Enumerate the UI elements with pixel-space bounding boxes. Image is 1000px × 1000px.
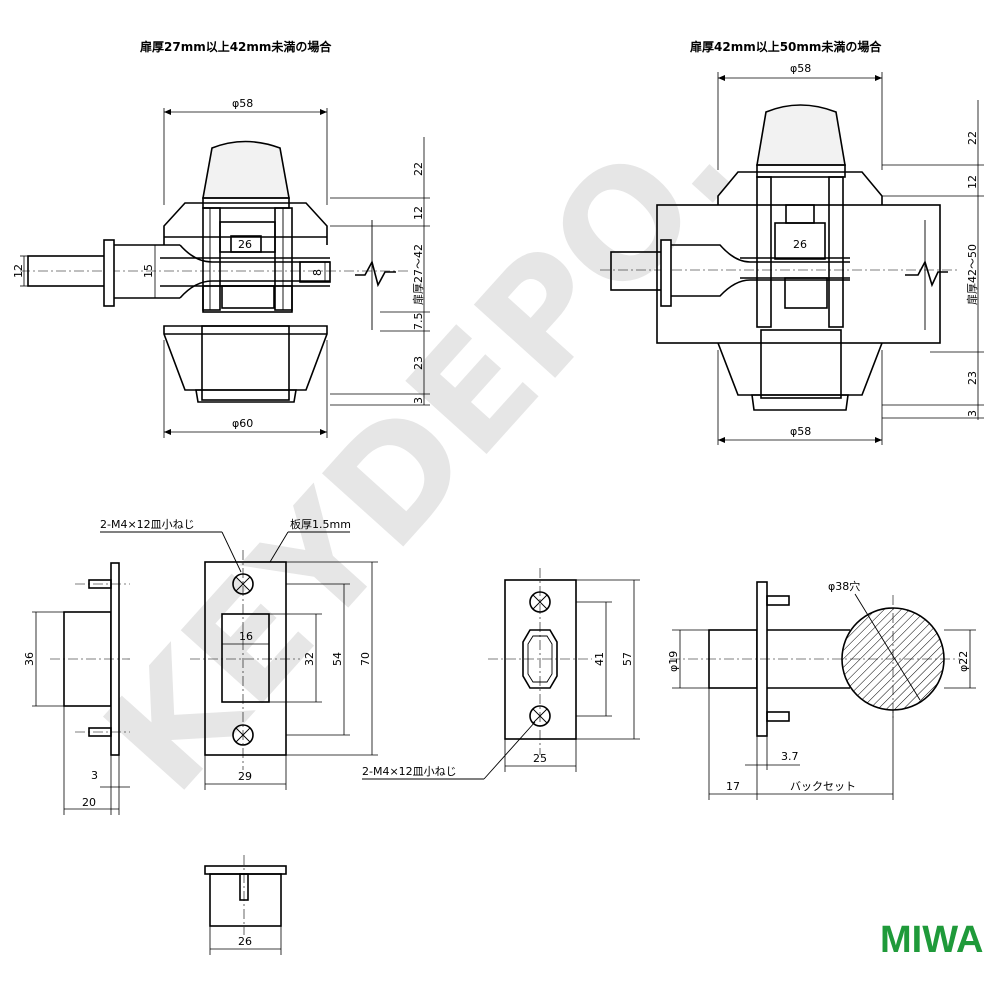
box-strike-dim-width: 26 [238, 935, 252, 948]
right-dim-knob-h: 22 [966, 131, 979, 145]
strike-plate-thickness-label: 板厚1.5mm [290, 517, 351, 531]
right-dim-bottom-width: φ58 [790, 425, 811, 438]
latch-dim-front: 17 [726, 780, 740, 793]
strike-dim-mid-h: 54 [331, 652, 344, 666]
left-dim-rose: 15 [142, 264, 155, 278]
watermark: KEYDEPO. [72, 79, 767, 824]
strike-dim-outer-h: 70 [359, 652, 372, 666]
strike-dim-inner-h: 32 [303, 652, 316, 666]
left-view-title: 扉厚27mm以上42mm未満の場合 [140, 39, 332, 54]
latch-dim-backset: バックセット [790, 780, 856, 793]
right-view-title: 扉厚42mm以上50mm未満の場合 [690, 39, 882, 54]
box-strike-view: 26 [204, 855, 287, 955]
strike-plate-front: 2-M4×12皿小ねじ 板厚1.5mm 16 32 54 70 29 [100, 517, 378, 790]
strike-side-dim-plate: 3 [91, 769, 98, 782]
right-dim-rose-h: 12 [966, 175, 979, 189]
left-dim-bottom-lip: 3 [412, 397, 425, 404]
left-dim-rose-h: 12 [412, 206, 425, 220]
left-dim-spindle: 12 [12, 264, 25, 278]
right-assembly-view: 扉厚42mm以上50mm未満の場合 φ58 26 φ5 [600, 39, 984, 445]
right-dim-inner: 26 [793, 238, 807, 251]
left-dim-lower-offset: 7.5 [412, 313, 425, 331]
latch-dim-width: 25 [533, 752, 547, 765]
left-dim-latch: 8 [311, 269, 324, 276]
left-dim-inner: 26 [238, 238, 252, 251]
latch-dim-outer-h: 57 [621, 652, 634, 666]
left-assembly-view: 扉厚27mm以上42mm未満の場合 φ58 26 [12, 39, 430, 438]
latch-dim-bolt: φ22 [957, 651, 970, 672]
strike-dim-width: 29 [238, 770, 252, 783]
left-dim-knob-h: 22 [412, 162, 425, 176]
left-dim-door: 扉厚27～42 [412, 244, 425, 305]
left-dim-top-width: φ58 [232, 97, 253, 110]
latch-dim-plate: 3.7 [781, 750, 799, 763]
latch-side-view: φ38穴 φ19 φ22 3.7 17 バックセット [667, 579, 976, 800]
strike-dim-opening: 16 [239, 630, 253, 643]
strike-screw-label: 2-M4×12皿小ねじ [100, 518, 195, 531]
right-dim-door: 扉厚42～50 [966, 244, 979, 305]
right-dim-lower-h: 23 [966, 371, 979, 385]
left-dim-lower-h: 23 [412, 356, 425, 370]
strike-side-dim-depth: 20 [82, 796, 96, 809]
right-dim-bottom-lip: 3 [966, 410, 979, 417]
strike-side-view: 36 3 20 [23, 562, 130, 815]
latch-screw-label: 2-M4×12皿小ねじ [362, 765, 457, 778]
strike-side-dim-height: 36 [23, 652, 36, 666]
miwa-logo: MIWA [880, 919, 983, 961]
latch-faceplate: 41 57 25 2-M4×12皿小ねじ [362, 568, 640, 780]
left-dim-bottom-width: φ60 [232, 417, 253, 430]
latch-dim-tube: φ19 [667, 651, 680, 672]
latch-hole-label: φ38穴 [828, 579, 860, 593]
latch-dim-inner-h: 41 [593, 652, 606, 666]
right-dim-top-width: φ58 [790, 62, 811, 75]
